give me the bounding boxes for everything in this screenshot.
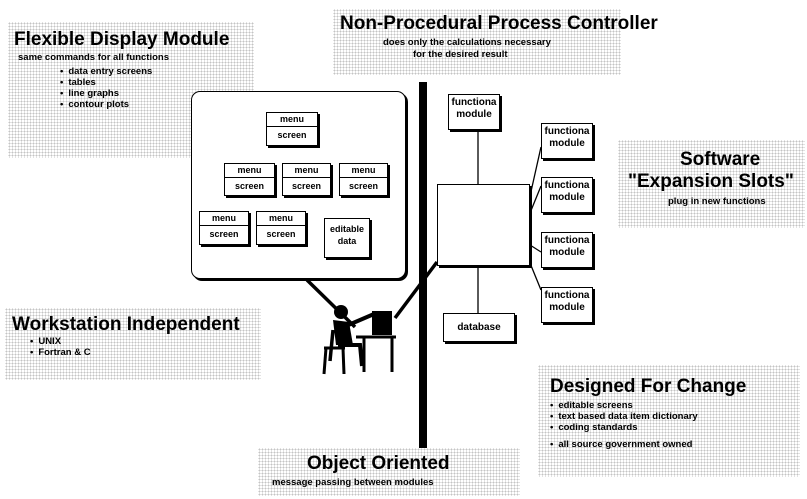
menu-screen-box[interactable]: menu screen bbox=[339, 163, 388, 196]
nonprocedural-panel-bg bbox=[333, 9, 621, 75]
screen-label: screen bbox=[234, 181, 265, 191]
screen-label: screen bbox=[291, 181, 322, 191]
functional-module-box[interactable]: functiona module bbox=[541, 232, 593, 268]
menu-screen-box[interactable]: menu screen bbox=[282, 163, 331, 196]
functional-module-box[interactable]: functiona module bbox=[541, 177, 593, 213]
object-panel-bg bbox=[258, 448, 520, 496]
flexible-bullet: data entry screens bbox=[60, 66, 152, 77]
screen-label: screen bbox=[209, 229, 239, 239]
screen-label: screen bbox=[348, 181, 379, 191]
flexible-bullet-list: data entry screens tables line graphs co… bbox=[60, 66, 152, 110]
object-title: Object Oriented bbox=[307, 453, 450, 474]
flexible-bullet: contour plots bbox=[60, 99, 152, 110]
software-title-slots: "Expansion Slots" bbox=[628, 171, 794, 192]
nonprocedural-title: Non-Procedural Process Controller bbox=[340, 13, 658, 34]
menu-screen-box[interactable]: menu screen bbox=[224, 163, 275, 196]
menu-screen-box[interactable]: menu screen bbox=[256, 211, 306, 245]
functional-module-box[interactable]: functiona module bbox=[541, 287, 593, 323]
menu-label: menu bbox=[200, 212, 248, 226]
menu-label: menu bbox=[225, 164, 274, 178]
flexible-bullet: line graphs bbox=[60, 88, 152, 99]
menu-label: menu bbox=[267, 113, 317, 127]
flexible-bullet: tables bbox=[60, 77, 152, 88]
functional-module-box[interactable]: functiona module bbox=[541, 123, 593, 159]
designed-bullet: editable screens bbox=[550, 400, 698, 411]
divider-bar bbox=[419, 82, 427, 448]
workstation-bullet-list: UNIX Fortran & C bbox=[30, 336, 91, 358]
workstation-person-icon bbox=[322, 305, 396, 375]
process-box bbox=[437, 184, 530, 266]
menu-label: menu bbox=[257, 212, 305, 226]
designed-title: Designed For Change bbox=[550, 376, 747, 397]
software-title: Software bbox=[680, 149, 761, 170]
editable-data-box[interactable]: editable data bbox=[324, 218, 370, 258]
software-subtitle: plug in new functions bbox=[668, 196, 766, 207]
workstation-bullet: UNIX bbox=[30, 336, 91, 347]
flexible-subtitle: same commands for all functions bbox=[18, 52, 169, 63]
designed-bullet: all source government owned bbox=[550, 439, 698, 450]
designed-bullet: text based data item dictionary bbox=[550, 411, 697, 422]
menu-label: menu bbox=[283, 164, 330, 178]
database-box[interactable]: database bbox=[443, 313, 515, 342]
software-panel-bg bbox=[618, 140, 805, 228]
screen-label: screen bbox=[277, 130, 307, 140]
menu-screen-box[interactable]: menu screen bbox=[199, 211, 249, 245]
designed-bullet: coding standards bbox=[550, 422, 698, 433]
screen-label: screen bbox=[266, 229, 296, 239]
designed-bullet-list: editable screens text based data item di… bbox=[550, 400, 698, 450]
flexible-title: Flexible Display Module bbox=[14, 29, 230, 50]
menu-label: menu bbox=[340, 164, 387, 178]
functional-module-box[interactable]: functiona module bbox=[448, 94, 500, 130]
workstation-bullet: Fortran & C bbox=[30, 347, 90, 358]
menu-screen-root[interactable]: menu screen bbox=[266, 112, 318, 146]
workstation-title: Workstation Independent bbox=[12, 314, 240, 335]
nonprocedural-line-1: does only the calculations necessary bbox=[383, 37, 551, 48]
nonprocedural-line-2: for the desired result bbox=[413, 49, 508, 60]
object-subtitle: message passing between modules bbox=[272, 477, 434, 488]
